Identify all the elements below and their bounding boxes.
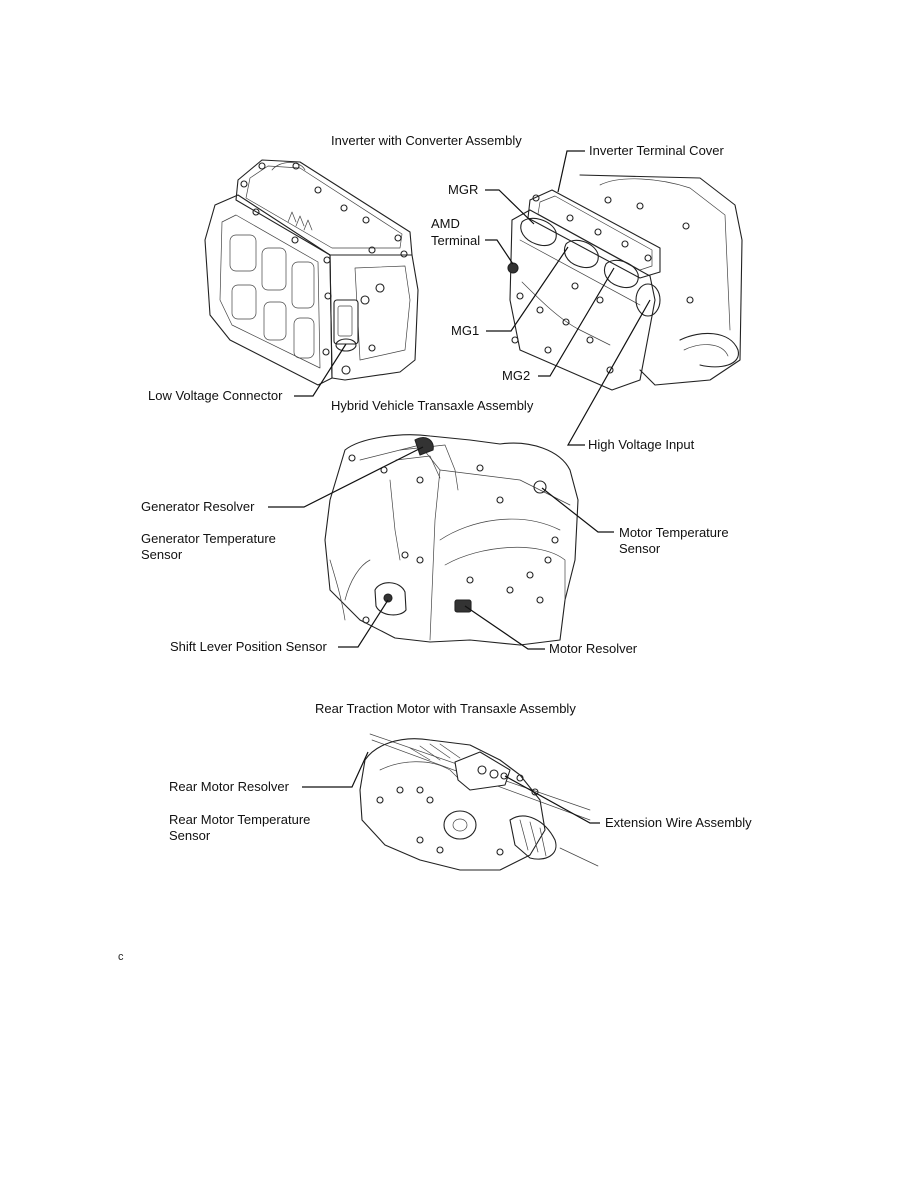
leader-rear-motor-resolver bbox=[302, 751, 369, 788]
label-motor-temperature-sensor-line1: Motor Temperature bbox=[619, 525, 729, 540]
label-amd-terminal-line1: AMD bbox=[431, 216, 460, 231]
leader-high-voltage-input bbox=[566, 299, 651, 446]
label-shift-lever-position-sensor: Shift Lever Position Sensor bbox=[170, 639, 327, 654]
label-extension-wire-assembly: Extension Wire Assembly bbox=[605, 815, 752, 830]
label-low-voltage-connector: Low Voltage Connector bbox=[148, 388, 283, 403]
label-rear-motor-resolver: Rear Motor Resolver bbox=[169, 779, 289, 794]
label-rear-motor-temperature-sensor-line1: Rear Motor Temperature bbox=[169, 812, 311, 827]
label-mg1: MG1 bbox=[451, 323, 480, 338]
label-motor-resolver: Motor Resolver bbox=[549, 641, 638, 656]
leader-low-voltage-connector bbox=[294, 343, 347, 397]
transaxle-illustration bbox=[324, 434, 579, 646]
label-rear-motor-temperature-sensor-line2: Sensor bbox=[169, 828, 211, 843]
leader-amd-terminal bbox=[485, 239, 514, 265]
label-high-voltage-input: High Voltage Input bbox=[588, 437, 695, 452]
leader-motor-temperature-sensor bbox=[541, 487, 614, 533]
leader-mg1 bbox=[486, 246, 569, 332]
rear-motor-illustration bbox=[359, 733, 599, 871]
leader-extension-wire-assembly bbox=[504, 775, 600, 824]
label-motor-temperature-sensor-line2: Sensor bbox=[619, 541, 661, 556]
leader-mgr bbox=[485, 189, 535, 225]
leader-generator-resolver bbox=[268, 446, 424, 508]
leader-motor-resolver bbox=[464, 605, 545, 650]
transaxle-assembly-title: Hybrid Vehicle Transaxle Assembly bbox=[331, 398, 534, 413]
page-mark: c bbox=[118, 951, 124, 963]
leader-mg2 bbox=[538, 267, 615, 377]
label-generator-resolver: Generator Resolver bbox=[141, 499, 255, 514]
inverter-assembly-title: Inverter with Converter Assembly bbox=[331, 133, 522, 148]
leader-inverter-terminal-cover bbox=[557, 150, 585, 193]
label-mgr: MGR bbox=[448, 182, 479, 197]
rear-motor-assembly-title: Rear Traction Motor with Transaxle Assem… bbox=[315, 701, 576, 716]
label-amd-terminal-line2: Terminal bbox=[431, 233, 481, 248]
leader-shift-lever-position-sensor bbox=[338, 599, 389, 648]
label-mg2: MG2 bbox=[502, 368, 531, 383]
inverter-right-view-illustration bbox=[507, 174, 743, 391]
label-inverter-terminal-cover: Inverter Terminal Cover bbox=[589, 143, 724, 158]
label-generator-temperature-sensor-line1: Generator Temperature bbox=[141, 531, 276, 546]
label-generator-temperature-sensor-line2: Sensor bbox=[141, 547, 183, 562]
inverter-left-view-illustration bbox=[204, 159, 419, 386]
